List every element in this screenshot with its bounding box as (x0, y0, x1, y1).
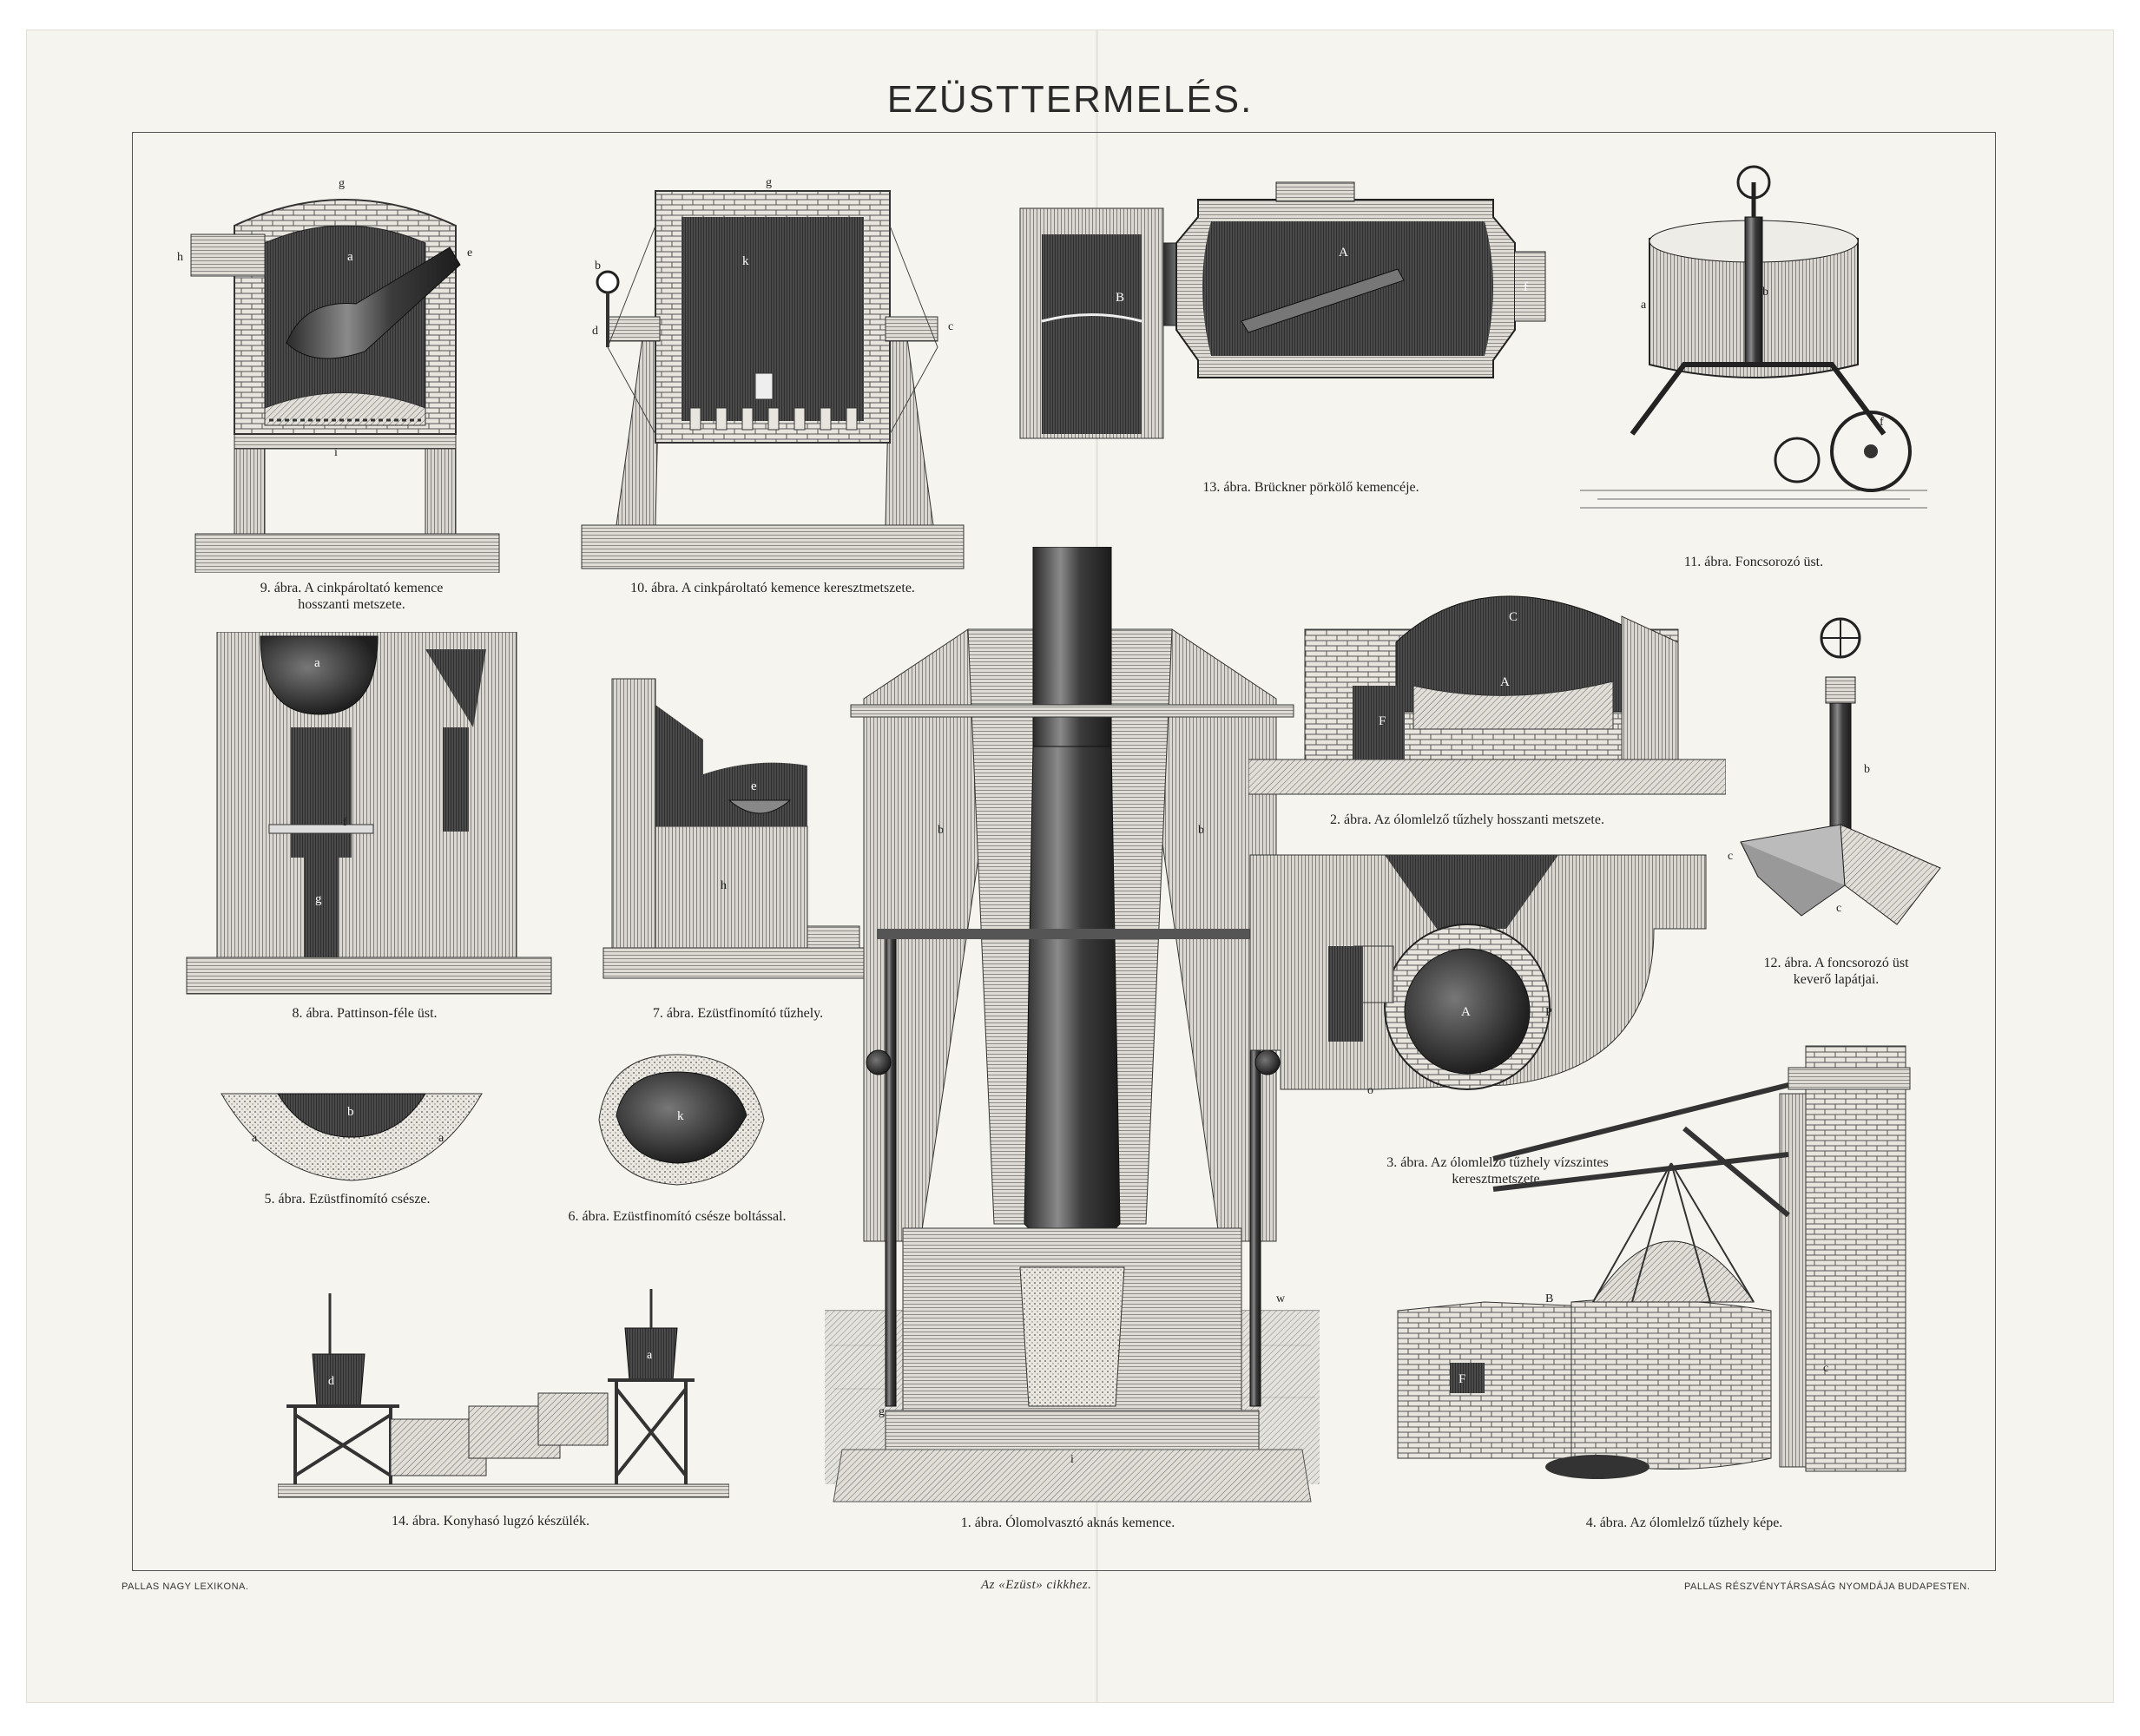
label-f: f (343, 816, 347, 829)
label-c: c (1823, 1362, 1828, 1375)
svg-text:B: B (1116, 291, 1124, 305)
label-a: a (314, 656, 320, 670)
plate-frame (132, 132, 1996, 1571)
label-A: A (1500, 675, 1510, 689)
label-P: P (1545, 1006, 1552, 1019)
label-k: k (677, 1109, 684, 1123)
label-o: o (1367, 1084, 1373, 1097)
figure-7-silver-refining-hearth: h e (602, 678, 869, 979)
caption-fig2: 2. ábra. Az ólomlelző tűzhely hosszanti … (1330, 812, 1604, 827)
figure-1-lead-blast-furnace: b b g i w (825, 547, 1320, 1503)
caption-fig6: 6. ábra. Ezüstfinomító csésze boltással. (568, 1209, 787, 1224)
figure-5-silver-refining-cup: b a a (221, 1093, 483, 1181)
label-c: c (948, 320, 953, 333)
figure-13-bruckner-roasting-furnace: B A f (1019, 181, 1546, 439)
label-a: a (647, 1349, 653, 1362)
label-a2: a (438, 1132, 444, 1145)
figure-2-cupellation-hearth-longitudinal: C A F (1248, 595, 1726, 795)
caption-fig12: 12. ábra. A foncsorozó üst keverő lapátj… (1728, 955, 1945, 988)
label-c2: c (1836, 902, 1841, 915)
label-B: B (1545, 1292, 1553, 1305)
caption-fig3: 3. ábra. Az ólomlelző tűzhely vízszintes… (1315, 1154, 1680, 1187)
caption-fig10: 10. ábra. A cinkpároltató kemence keresz… (630, 581, 915, 595)
figure-4-cupellation-hearth-view: F B c (1397, 1045, 1911, 1479)
caption-fig12-line2: keverő lapátjai. (1793, 972, 1880, 987)
label-g: g (766, 176, 772, 189)
figure-12-amalgamation-pan-paddles: b c c (1728, 617, 1941, 925)
caption-fig4: 4. ábra. Az ólomlelző tűzhely képe. (1585, 1516, 1783, 1530)
caption-fig9: 9. ábra. A cinkpároltató kemence hosszan… (191, 580, 512, 613)
plate-title: EZÜSTTERMELÉS. (886, 78, 1254, 121)
caption-fig5: 5. ábra. Ezüstfinomító csésze. (264, 1192, 431, 1207)
label-e: e (467, 247, 472, 260)
caption-fig14: 14. ábra. Konyhasó lugzó készülék. (392, 1514, 589, 1529)
caption-fig11: 11. ábra. Foncsorozó üst. (1683, 555, 1824, 569)
label-b: b (1762, 286, 1768, 299)
label-b: b (595, 260, 601, 273)
label-h: h (177, 251, 183, 264)
label-b2: b (1198, 824, 1204, 837)
label-f: f (1880, 416, 1884, 429)
label-d: d (328, 1375, 334, 1388)
label-a: a (252, 1132, 258, 1145)
caption-fig9-line2: hosszanti metszete. (298, 597, 405, 612)
label-A: A (1339, 246, 1348, 260)
label-i: i (1070, 1453, 1074, 1466)
label-b: b (938, 824, 944, 837)
label-f: f (1524, 280, 1528, 294)
caption-fig12-line1: 12. ábra. A foncsorozó üst (1763, 956, 1909, 970)
figure-3-cupellation-hearth-horizontal: A P o (1249, 854, 1707, 1097)
footer-left: PALLAS NAGY LEXIKONA. (122, 1581, 249, 1592)
figure-10-zinc-distillation-furnace-cross: k g b d c (581, 176, 965, 569)
label-c: c (1728, 850, 1733, 863)
label-F: F (1379, 714, 1386, 728)
figure-11-amalgamation-pan: a b f (1580, 165, 1927, 509)
label-A: A (1461, 1005, 1471, 1019)
label-d: d (592, 325, 598, 338)
figure-14-salt-leaching-apparatus: d a (278, 1289, 729, 1498)
caption-fig3-line1: 3. ábra. Az ólomlelző tűzhely vízszintes (1386, 1155, 1609, 1170)
caption-fig9-line1: 9. ábra. A cinkpároltató kemence (260, 581, 444, 595)
label-C: C (1509, 610, 1518, 624)
caption-fig1: 1. ábra. Ólomolvasztó aknás kemence. (960, 1516, 1175, 1530)
figure-8-pattinson-pan: a f g (186, 632, 552, 995)
label-b: b (1864, 763, 1870, 776)
caption-fig13: 13. ábra. Brückner pörkölő kemencéje. (1202, 480, 1419, 495)
label-i: i (334, 446, 338, 459)
label-h: h (721, 879, 727, 892)
label-g: g (339, 177, 345, 190)
label-b: b (677, 1050, 683, 1052)
label-k: k (742, 254, 749, 268)
caption-fig3-line2: keresztmetszete. (1452, 1172, 1544, 1187)
label-b: b (347, 1105, 354, 1119)
figure-9-zinc-distillation-furnace-longitudinal: g h e a i (177, 177, 500, 573)
caption-fig8: 8. ábra. Pattinson-féle üst. (292, 1006, 438, 1021)
footer-right: PALLAS RÉSZVÉNYTÁRSASÁG NYOMDÁJA BUDAPES… (1684, 1581, 1971, 1592)
caption-fig7: 7. ábra. Ezüstfinomító tűzhely. (652, 1006, 824, 1021)
label-g: g (879, 1405, 885, 1418)
footer-center: Az «Ezüst» cikkhez. (981, 1578, 1092, 1592)
figure-6-refining-cup-with-vault: k b (598, 1050, 765, 1186)
label-w: w (1276, 1292, 1286, 1305)
label-F: F (1458, 1372, 1465, 1386)
label-a: a (1641, 299, 1647, 312)
label-g: g (315, 892, 322, 906)
label-e: e (751, 779, 757, 793)
label-a: a (347, 250, 353, 264)
